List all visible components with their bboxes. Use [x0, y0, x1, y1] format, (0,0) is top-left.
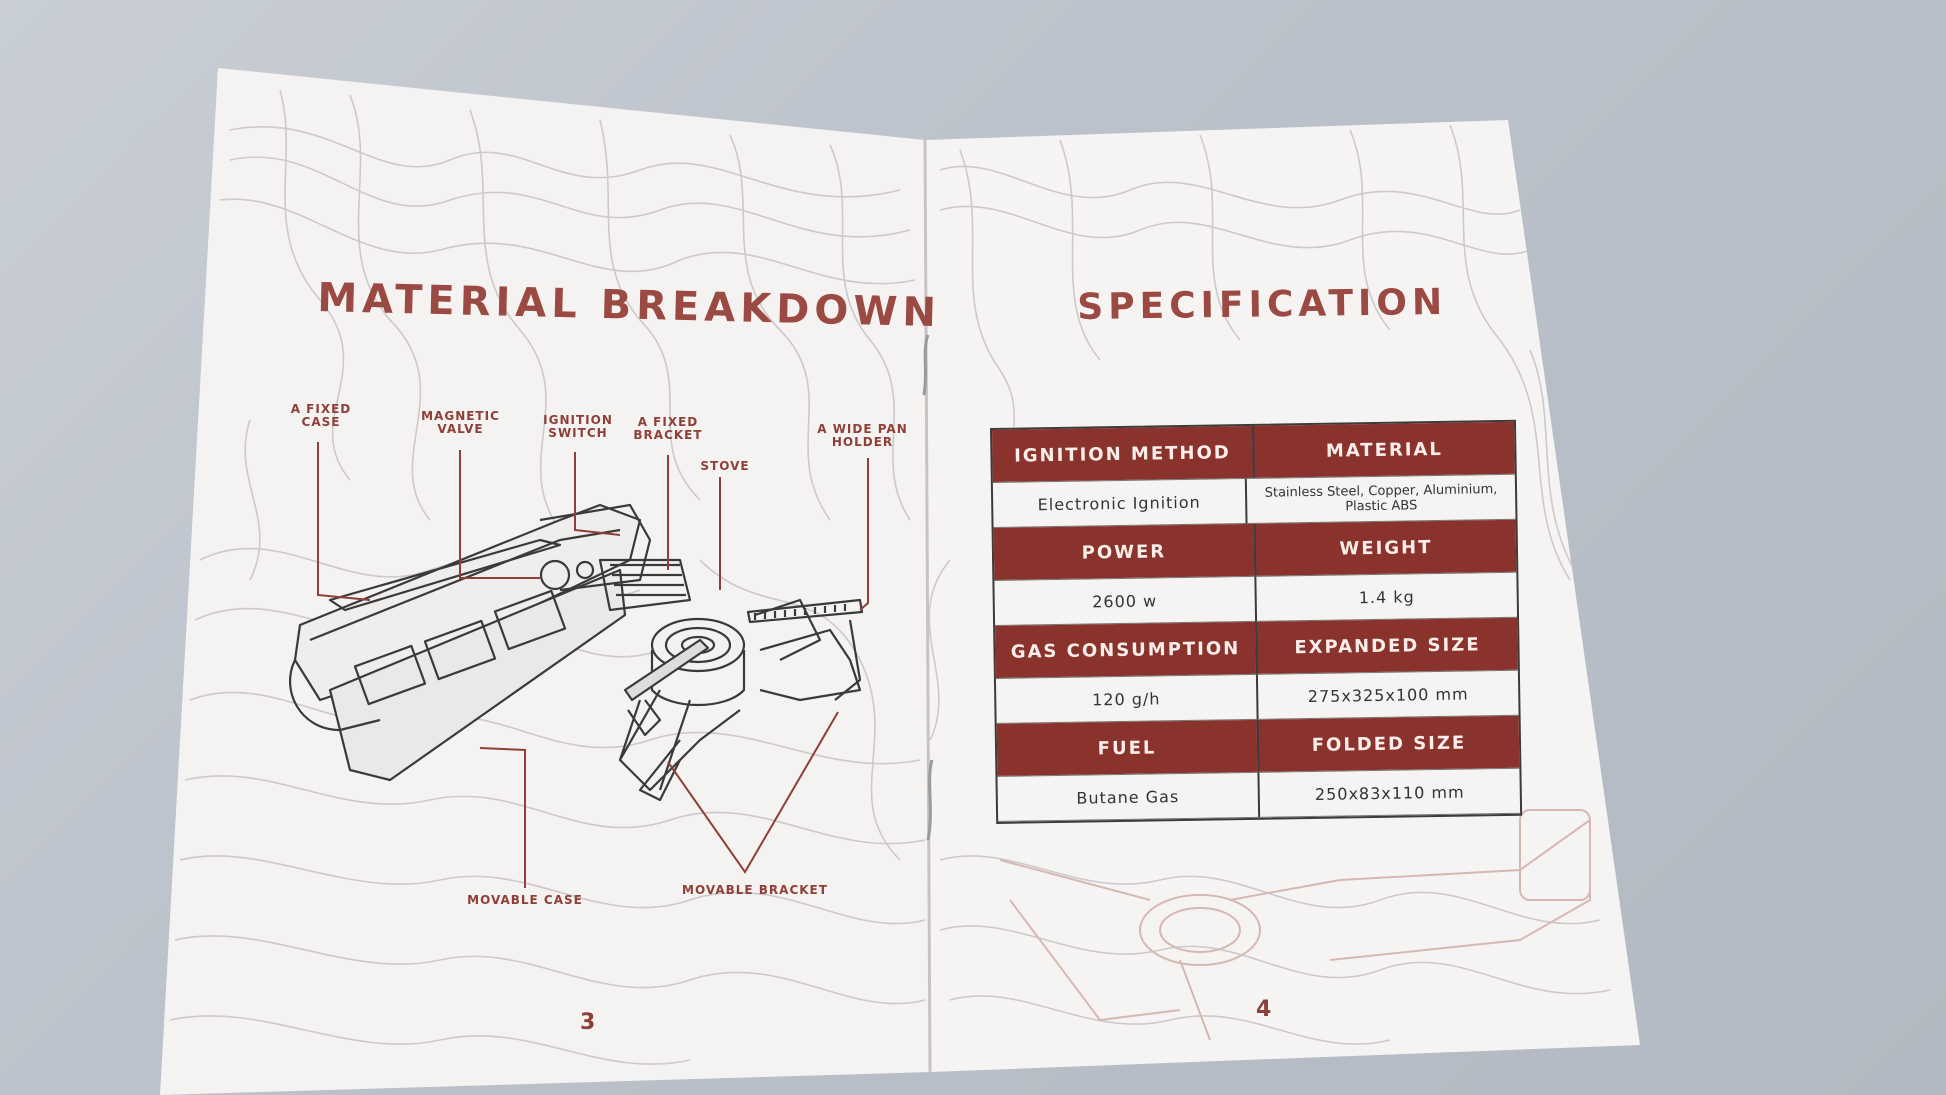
- label-magnetic-valve-line2: VALVE: [437, 422, 484, 436]
- spec-value-cell: 275x325x100 mm: [1255, 669, 1519, 720]
- spec-header-row: GAS CONSUMPTION EXPANDED SIZE: [995, 617, 1518, 678]
- label-pan-holder-line1: A WIDE PAN: [817, 422, 908, 436]
- label-fixed-bracket-line2: BRACKET: [633, 428, 703, 442]
- spec-header-cell: EXPANDED SIZE: [1255, 617, 1518, 674]
- spec-header-row: FUEL FOLDED SIZE: [996, 715, 1520, 776]
- spec-header-cell: FUEL: [996, 719, 1258, 776]
- label-fixed-case-line2: CASE: [301, 415, 341, 429]
- left-topo-pattern: [169, 89, 926, 1065]
- spec-value-cell: 2600 w: [994, 575, 1256, 626]
- label-pan-holder-line2: HOLDER: [831, 435, 894, 449]
- label-movable-bracket: MOVABLE BRACKET: [682, 883, 828, 897]
- page-number-right: 4: [1256, 997, 1272, 1022]
- right-stove-illustration: [999, 809, 1591, 1041]
- stove-exploded-diagram: [289, 503, 864, 802]
- staple-bottom: [926, 759, 934, 841]
- spec-value-cell: 250x83x110 mm: [1257, 767, 1521, 818]
- label-pan-holder: A WIDE PAN HOLDER: [815, 423, 910, 449]
- specification-title: SPECIFICATION: [1077, 281, 1448, 328]
- spec-header-cell: MATERIAL: [1251, 421, 1515, 478]
- label-magnetic-valve-line1: MAGNETIC: [421, 409, 500, 423]
- spec-value-cell: Electronic Ignition: [992, 478, 1246, 528]
- label-ignition-switch: IGNITION SWITCH: [538, 414, 618, 440]
- label-magnetic-valve: MAGNETIC VALVE: [418, 410, 503, 436]
- staple-top: [922, 334, 930, 396]
- page-number-left: 3: [580, 1010, 596, 1035]
- spec-value-cell: Butane Gas: [997, 771, 1259, 822]
- spec-value-row: Electronic Ignition Stainless Steel, Cop…: [992, 473, 1516, 528]
- label-fixed-case: A FIXED CASE: [282, 403, 360, 429]
- spec-value-row: 2600 w 1.4 kg: [994, 571, 1518, 626]
- spec-value-cell: 120 g/h: [995, 673, 1257, 724]
- spec-header-row: IGNITION METHOD MATERIAL: [992, 421, 1515, 482]
- spec-value-cell: 1.4 kg: [1254, 571, 1518, 622]
- spec-header-row: POWER WEIGHT: [993, 519, 1517, 580]
- label-movable-case: MOVABLE CASE: [467, 893, 583, 907]
- label-ignition-switch-line2: SWITCH: [548, 426, 608, 440]
- label-ignition-switch-line1: IGNITION: [543, 413, 613, 427]
- spec-value-cell: Stainless Steel, Copper, Aluminium, Plas…: [1244, 473, 1516, 524]
- label-fixed-bracket: A FIXED BRACKET: [628, 416, 708, 442]
- spec-header-cell: WEIGHT: [1253, 519, 1517, 576]
- spec-header-cell: FOLDED SIZE: [1256, 715, 1520, 772]
- label-stove: STOVE: [700, 459, 750, 473]
- spec-header-cell: IGNITION METHOD: [992, 425, 1253, 482]
- label-fixed-bracket-line1: A FIXED: [637, 415, 699, 429]
- specification-table: IGNITION METHOD MATERIAL Electronic Igni…: [990, 419, 1523, 824]
- leader-lines: [317, 442, 869, 888]
- spec-value-row: Butane Gas 250x83x110 mm: [997, 767, 1521, 822]
- label-fixed-case-line1: A FIXED: [290, 402, 352, 416]
- spec-value-row: 120 g/h 275x325x100 mm: [995, 669, 1519, 724]
- spine: [923, 139, 932, 1073]
- spec-header-cell: POWER: [993, 523, 1255, 580]
- spec-header-cell: GAS CONSUMPTION: [995, 621, 1256, 678]
